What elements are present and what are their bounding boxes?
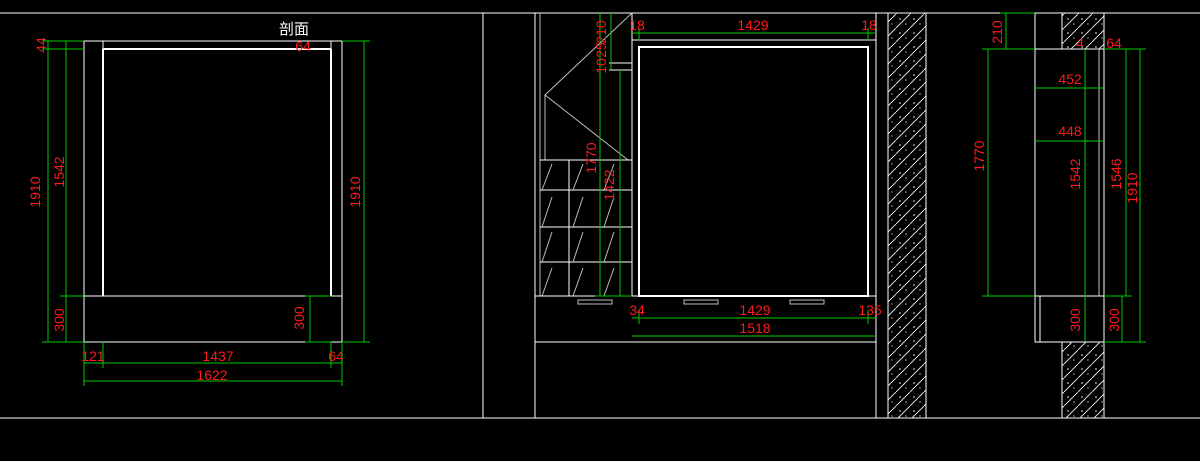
dim-elev-top-mid: 1429 [737, 17, 768, 33]
side-cabinet [1034, 12, 1105, 343]
elevation-wall [887, 13, 927, 418]
dim-side-452: 452 [1058, 71, 1082, 87]
dim-bottom-total: 1622 [196, 367, 227, 383]
dim-elev-25: 25 [593, 42, 609, 58]
dim-side-top-small: 4 [1076, 35, 1084, 51]
dim-side-1542: 1542 [1067, 158, 1083, 189]
side-dimensions [982, 12, 1146, 343]
elevation-dimension-labels: 18 1429 18 210 25 10 1770 1422 34 1429 1… [583, 17, 882, 336]
section-dimension-labels: 44 1910 1542 300 1910 300 64 121 1437 64… [27, 37, 363, 383]
dim-left-base: 300 [51, 308, 67, 332]
dim-elev-bottom-total: 1518 [739, 320, 770, 336]
section-title: 剖面 [279, 20, 309, 38]
dim-elev-bottom-right: 135 [858, 302, 882, 318]
dim-elev-top-left: 18 [629, 17, 645, 33]
dim-elev-top-right: 18 [861, 17, 877, 33]
dim-bottom-left: 121 [81, 348, 105, 364]
dim-side-1910: 1910 [1124, 172, 1140, 203]
dim-side-1546: 1546 [1108, 158, 1124, 189]
dim-elev-10: 10 [593, 58, 609, 74]
elevation-dimensions [595, 13, 876, 337]
dim-side-1770: 1770 [971, 140, 987, 171]
section-dimensions [42, 40, 370, 386]
dim-elev-bottom-mid: 1429 [739, 302, 770, 318]
dim-inner-base: 300 [291, 306, 307, 330]
dim-elev-1422: 1422 [601, 169, 617, 200]
dim-elev-bottom-left: 34 [629, 302, 645, 318]
dim-left-total: 1910 [27, 176, 43, 207]
dim-left-upper: 1542 [51, 156, 67, 187]
section-cabinet [83, 40, 343, 343]
dim-bottom-right: 64 [328, 348, 344, 364]
dim-side-448: 448 [1058, 123, 1082, 139]
dim-right-total: 1910 [347, 176, 363, 207]
elevation-cabinet [535, 12, 877, 418]
dim-top-right: 64 [295, 38, 311, 54]
dim-side-top-right: 64 [1106, 35, 1122, 51]
dim-side-top: 210 [989, 20, 1005, 44]
side-dimension-labels: 210 4 64 1770 452 448 1542 1546 1910 300… [971, 20, 1140, 332]
dim-side-base-inner: 300 [1067, 308, 1083, 332]
side-wall [1061, 13, 1105, 418]
dim-elev-210: 210 [593, 20, 609, 44]
dim-left-top: 44 [33, 37, 49, 53]
dim-elev-1770: 1770 [583, 142, 599, 173]
dim-side-base-outer: 300 [1106, 308, 1122, 332]
dim-bottom-mid: 1437 [202, 348, 233, 364]
